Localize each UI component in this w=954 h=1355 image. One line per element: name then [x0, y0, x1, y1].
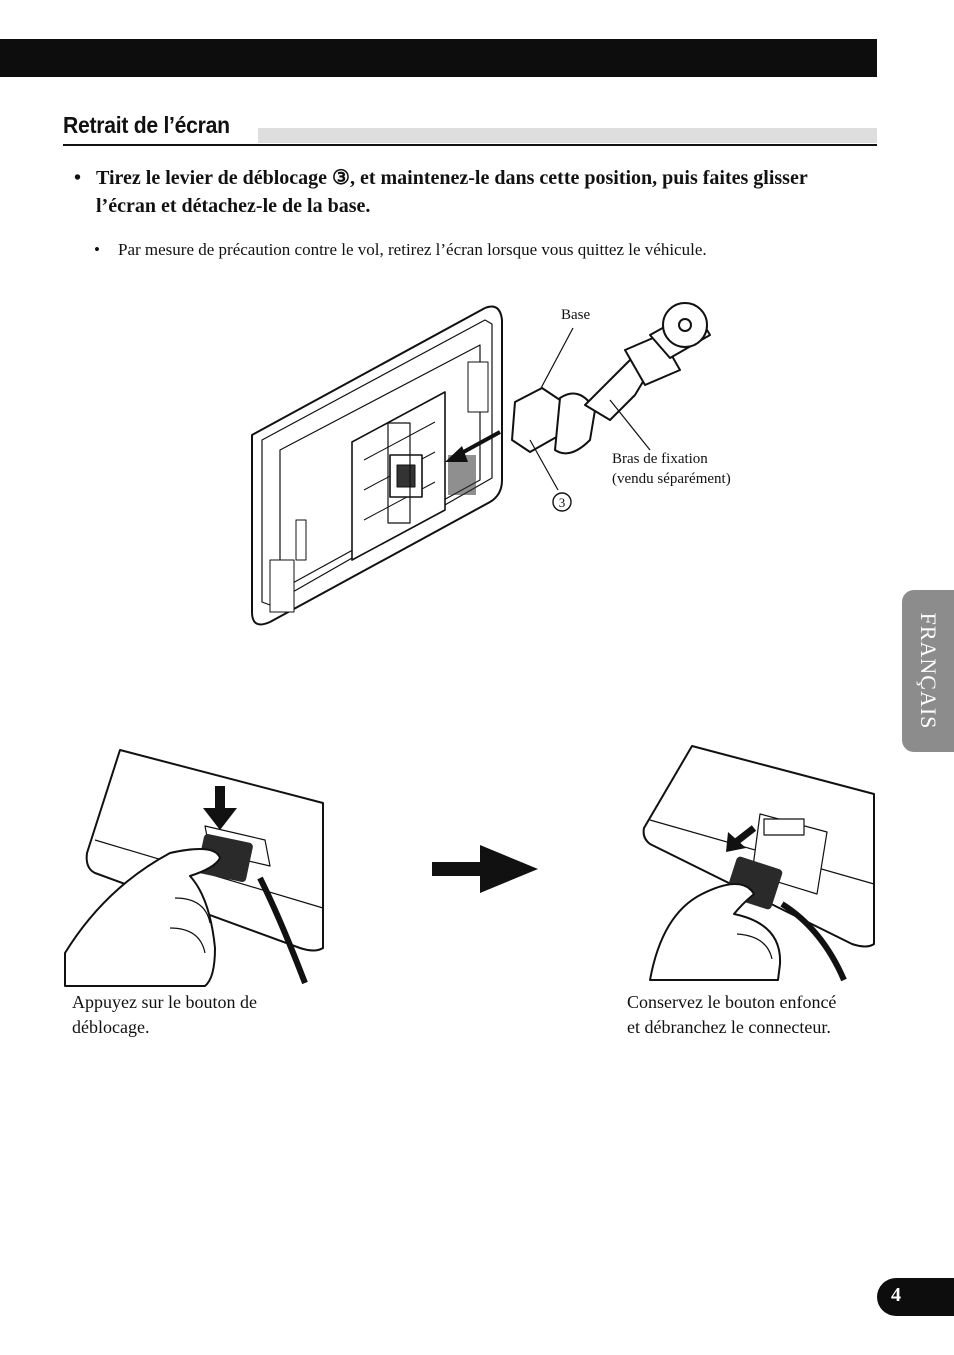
- callout-number: 3: [559, 495, 566, 510]
- next-step-arrow: [432, 845, 538, 893]
- unplug-connector-illustration: [642, 745, 875, 982]
- title-shade: [258, 128, 877, 143]
- caption-right-line1: Conservez le bouton enfoncé: [627, 992, 837, 1012]
- label-arm-line1: Bras de fixation: [612, 451, 708, 467]
- header-bar: [0, 39, 877, 77]
- note-text: Par mesure de précaution contre le vol, …: [118, 240, 707, 259]
- language-label: FRANÇAIS: [916, 612, 941, 730]
- title-rule: [63, 144, 877, 146]
- label-base: Base: [561, 307, 591, 323]
- language-tab: FRANÇAIS: [902, 590, 954, 752]
- page-number: 4: [891, 1284, 901, 1306]
- caption-left-line2: déblocage.: [72, 1017, 150, 1037]
- caption-right-line2: et débranchez le connecteur.: [627, 1017, 831, 1037]
- page-number-tab: 4: [877, 1278, 954, 1316]
- section-title: Retrait de l’écran: [63, 112, 230, 138]
- step-bullet: •: [74, 167, 82, 189]
- label-arm-line2: (vendu séparément): [612, 471, 731, 487]
- caption-left-line1: Appuyez sur le bouton de: [72, 992, 257, 1012]
- screen-removal-illustration: 3: [251, 302, 711, 626]
- note-bullet: •: [94, 240, 100, 259]
- press-release-illustration: [64, 749, 324, 987]
- step-instruction: Tirez le levier de déblocage ③, et maint…: [96, 167, 808, 217]
